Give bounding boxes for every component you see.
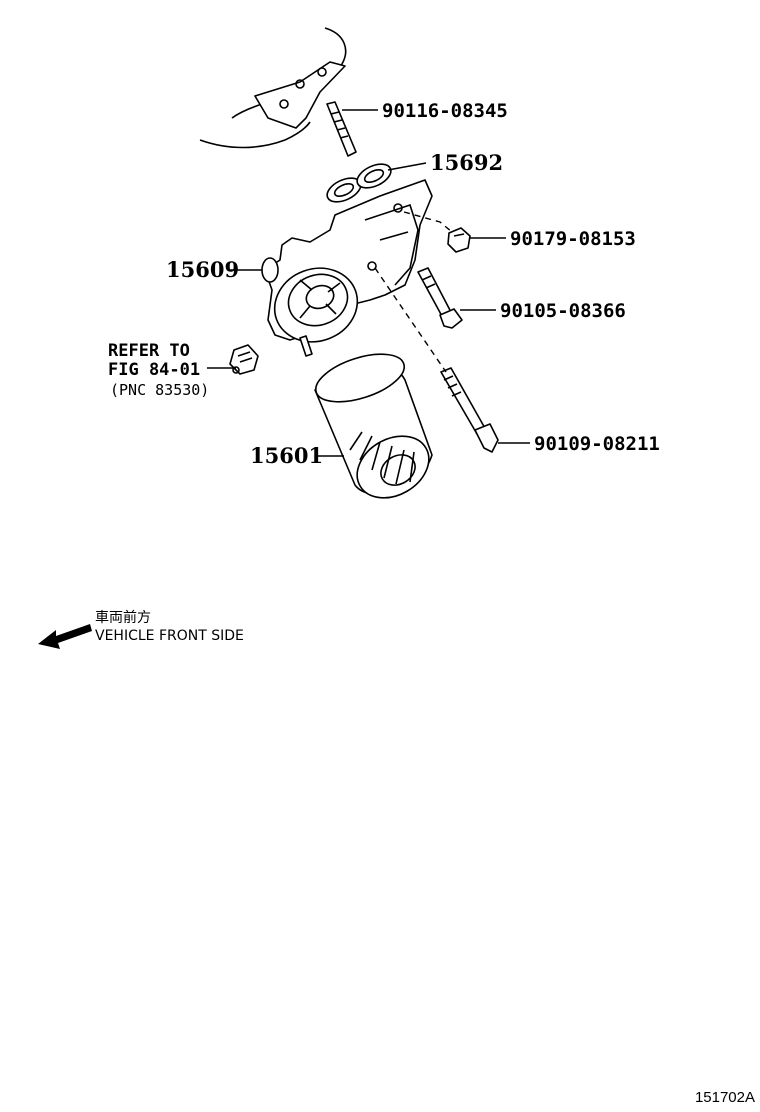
assembly-guide-nut	[403, 211, 453, 233]
callout-90109-08211: 90109-08211	[534, 433, 660, 455]
figure-number: 151702A	[695, 1089, 755, 1106]
reference-line-2: FIG 84-01	[108, 360, 200, 380]
callout-15609: 15609	[166, 257, 239, 282]
callout-90105-08366: 90105-08366	[500, 300, 626, 322]
front-label-english: VEHICLE FRONT SIDE	[95, 628, 244, 644]
assembly-guide-bolt	[374, 267, 447, 373]
callout-90179-08153: 90179-08153	[510, 228, 636, 250]
oil-pressure-switch	[229, 344, 259, 375]
left-arrow-icon	[38, 624, 92, 649]
gasket-15692	[326, 163, 392, 203]
vehicle-front-indicator: 車両前方 VEHICLE FRONT SIDE	[38, 609, 244, 649]
oil-filter-15601	[314, 353, 433, 499]
stud-bolt-90116	[326, 101, 357, 157]
callout-15692: 15692	[430, 150, 503, 175]
bolt-90109	[440, 367, 499, 453]
bolt-90105	[417, 267, 463, 329]
reference-line-1: REFER TO	[108, 341, 190, 361]
engine-block-outline	[199, 27, 347, 149]
reference-line-3: (PNC 83530)	[110, 381, 209, 399]
oil-filter-bracket-15609	[261, 179, 433, 357]
nut-90179	[447, 227, 471, 253]
front-label-japanese: 車両前方	[95, 609, 151, 626]
leader-lines	[207, 109, 530, 457]
callout-90116-08345: 90116-08345	[382, 100, 508, 122]
callout-15601: 15601	[250, 443, 323, 468]
